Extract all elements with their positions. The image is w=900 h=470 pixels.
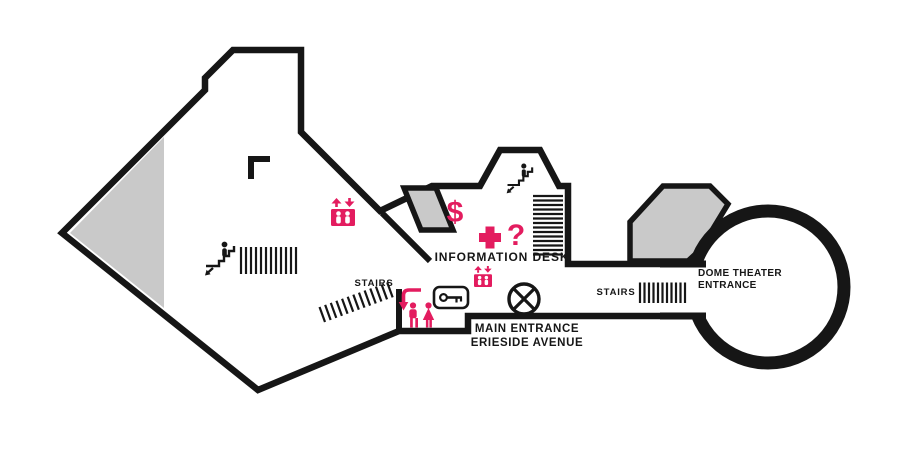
label-main-entrance-line1: MAIN ENTRANCE (475, 323, 579, 335)
first-aid-icon (479, 226, 501, 249)
label-stairs-middle: STAIRS (355, 278, 394, 289)
man-icon (409, 302, 418, 328)
label-information-desk: INFORMATION DESK (435, 250, 570, 264)
interior-wall-notch (248, 156, 270, 179)
label-stairs-right: STAIRS (597, 287, 636, 298)
label-dome-theater-line2: ENTRANCE (698, 280, 757, 291)
stairs-middle-hatch (318, 281, 394, 323)
stairs-right-hatch (638, 282, 687, 303)
label-main-entrance-line2: ERIESIDE AVENUE (471, 337, 584, 349)
dollar-icon: $ (447, 196, 464, 229)
woman-icon (422, 302, 435, 328)
direction-arrow-icon (398, 288, 421, 311)
coat-check-key-icon (432, 285, 470, 310)
restrooms-icon (409, 302, 435, 328)
connector-gray-ramp (399, 185, 458, 233)
entrance-x-icon (507, 282, 541, 316)
interior-diagonal-wall (379, 210, 433, 264)
label-dome-theater-line1: DOME THEATER (698, 268, 782, 279)
stairs-info-hatch (533, 194, 563, 256)
stairs-left-hatch (239, 247, 298, 274)
left-wing-gray-area (70, 137, 164, 308)
question-mark-icon: ? (507, 219, 525, 252)
